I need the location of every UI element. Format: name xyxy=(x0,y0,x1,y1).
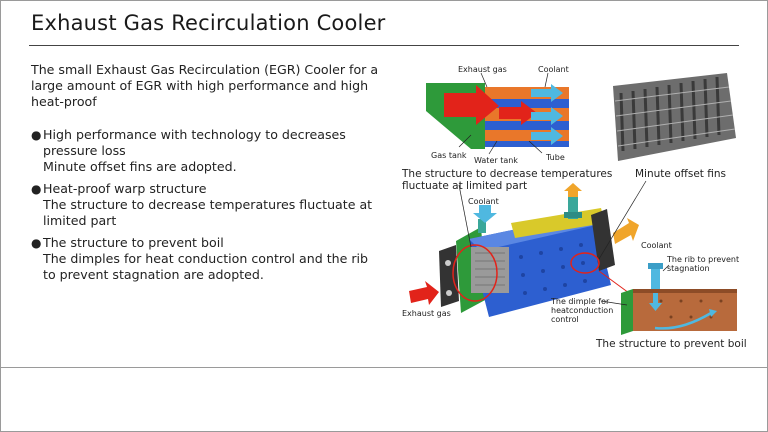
gas-in-arrow-icon xyxy=(409,281,439,305)
label-exhaust-gas-main: Exhaust gas xyxy=(402,309,451,318)
bullet-heading: Heat-proof warp structure xyxy=(43,181,207,196)
label-coolant-top: Coolant xyxy=(538,65,569,74)
highlight-circle-icon xyxy=(452,244,498,302)
bullet-heading: The structure to prevent boil xyxy=(43,235,224,250)
bullet-detail: The dimples for heat conduction control … xyxy=(43,251,369,282)
bullet-icon: ● xyxy=(31,128,42,142)
cross-section-illustration xyxy=(426,72,569,155)
feature-list: ● High performance with technology to de… xyxy=(31,127,381,289)
cooler-body-illustration xyxy=(409,180,647,317)
coolant-out-arrow-icon xyxy=(564,183,582,197)
bullet-heading: High performance with technology to decr… xyxy=(43,127,346,158)
label-gas-tank: Gas tank xyxy=(431,151,467,160)
label-exhaust-gas-top: Exhaust gas xyxy=(458,65,507,74)
coolant-in-arrow-icon xyxy=(473,205,497,223)
bullet-icon: ● xyxy=(31,182,42,196)
egr-diagram xyxy=(409,72,737,335)
label-coolant-main: Coolant xyxy=(468,197,499,206)
label-coolant-right: Coolant xyxy=(641,241,672,250)
exhaust-arrow-icon xyxy=(444,85,499,125)
offset-fins-illustration xyxy=(613,73,736,161)
coolant-arrow-icon xyxy=(531,84,563,102)
label-dimple: The dimple for heatconduction control xyxy=(551,297,614,324)
title-divider xyxy=(29,45,739,46)
coolant-flow-icon xyxy=(649,293,662,311)
label-tube: Tube xyxy=(546,153,565,162)
bullet-icon: ● xyxy=(31,236,42,250)
list-item: ● Heat-proof warp structure The structur… xyxy=(31,181,381,229)
label-minute-offset-fins: Minute offset fins xyxy=(635,168,726,180)
bullet-detail: Minute offset fins are adopted. xyxy=(43,159,237,174)
intro-text: The small Exhaust Gas Recirculation (EGR… xyxy=(31,62,379,109)
list-item: ● The structure to prevent boil The dimp… xyxy=(31,235,381,283)
gas-out-arrow-icon xyxy=(613,218,639,244)
slide-panel: Exhaust Gas Recirculation Cooler The sma… xyxy=(0,0,768,368)
detail-section-illustration xyxy=(600,263,737,335)
label-prevent-boil: The structure to prevent boil xyxy=(596,338,747,350)
page-title: Exhaust Gas Recirculation Cooler xyxy=(31,11,386,35)
bullet-detail: The structure to decrease temperatures f… xyxy=(43,197,373,228)
label-water-tank: Water tank xyxy=(474,156,518,165)
label-structure-fluctuate: The structure to decrease temperatures f… xyxy=(402,168,613,192)
lower-blank-panel xyxy=(0,368,768,432)
label-rib-prevent: The rib to prevent stagnation xyxy=(667,255,740,273)
list-item: ● High performance with technology to de… xyxy=(31,127,381,175)
